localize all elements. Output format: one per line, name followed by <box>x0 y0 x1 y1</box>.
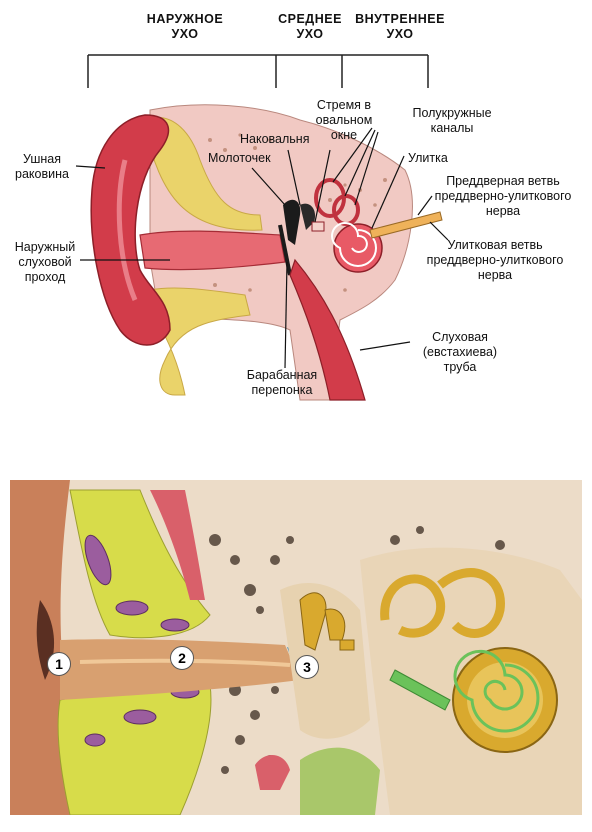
ear-canal-shape <box>139 230 286 271</box>
yellow-tissue-upper <box>69 489 211 639</box>
eustachian-tube-shape <box>289 258 366 401</box>
fat-layer-lower <box>149 287 251 396</box>
label-malleus: Молоточек <box>208 151 271 165</box>
fat-layer <box>144 116 263 231</box>
semicircular-canals-bottom <box>380 568 505 638</box>
glands <box>84 534 200 747</box>
lower-green-tissue <box>300 747 380 815</box>
eardrum-shape <box>278 224 292 276</box>
stapes-shape <box>311 221 325 232</box>
label-incus: Наковальня <box>240 132 310 146</box>
lower-red-tissue <box>255 754 290 790</box>
nerve-shape <box>369 211 443 239</box>
label-cochlea: Улитка <box>408 151 448 165</box>
marker-1: 1 <box>47 652 71 676</box>
red-tissue <box>150 490 205 600</box>
ear-anatomy-diagram <box>75 54 449 401</box>
outer-skin <box>10 480 120 815</box>
cochlea-shape <box>331 222 383 273</box>
section-bracket <box>87 54 429 88</box>
label-eustachian-tube: Слуховая(евстахиева)труба <box>422 330 498 374</box>
cochlea-bottom <box>452 647 558 753</box>
ossicles-bottom <box>299 592 355 651</box>
incus-shape <box>300 203 316 230</box>
malleus-shape <box>283 199 301 245</box>
marker-3: 3 <box>295 655 319 679</box>
nerve-bottom <box>389 669 451 711</box>
yellow-tissue-lower <box>57 683 212 815</box>
leader-lines <box>75 127 449 369</box>
auricle-shape <box>90 114 171 346</box>
marker-2: 2 <box>170 646 194 670</box>
auricle-fold <box>116 159 138 301</box>
